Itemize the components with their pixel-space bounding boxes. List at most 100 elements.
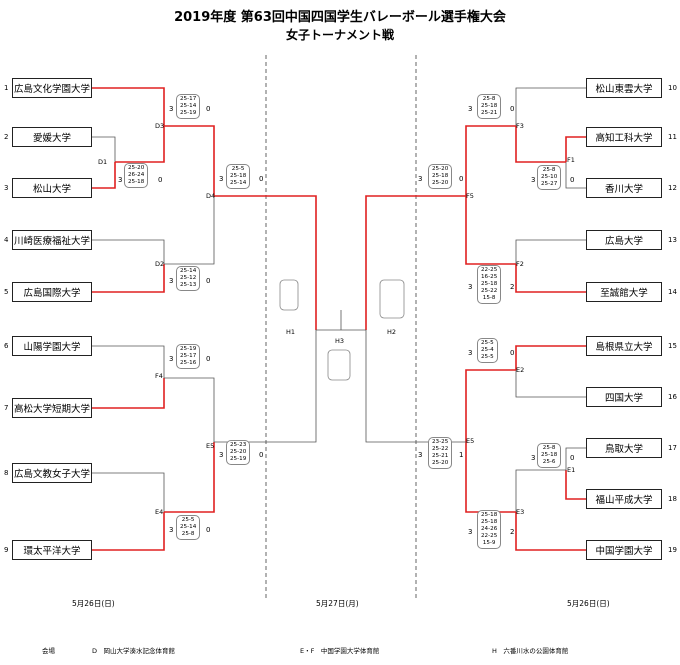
match-code: F4 [155,372,163,380]
set-scores: 25-19 25-17 25-16 [176,344,201,369]
team-box: 島根県立大学 [586,336,662,356]
set-scores: 23-25 25-22 25-21 25-20 [428,437,453,469]
set-scores: 25-20 26-24 25-18 [124,163,149,188]
bracket-line [515,370,586,398]
sets-won: 3 [169,105,174,113]
seed-number: 12 [668,184,677,192]
sets-won: 3 [118,176,123,184]
set-scores: 25-8 25-10 25-27 [537,165,562,190]
sets-won: 3 [219,175,224,183]
winner-line [164,125,215,196]
sets-won: 0 [206,105,211,113]
team-box: 広島文教女子大学 [12,463,92,483]
set-scores: 25-17 25-14 25-19 [176,94,201,119]
seed-number: 10 [668,84,677,92]
date-center: 5月27日(月) [316,599,359,608]
seed-number: 3 [4,184,9,192]
winner-line [92,87,165,126]
team-box: 山陽学園大学 [12,336,92,356]
match-code: F2 [516,260,524,268]
set-scores: 22-25 16-25 25-18 25-22 15-8 [477,265,502,304]
winner-line [92,512,165,551]
winner-line [465,369,516,442]
sets-won: 3 [219,451,224,459]
sets-won: 2 [510,528,515,536]
set-scores: 25-18 25-18 24-26 22-25 15-9 [477,510,502,549]
sets-won: 3 [468,105,473,113]
sets-won: 0 [510,105,515,113]
team-box: 高松大学短期大学 [12,398,92,418]
team-box: 広島大学 [586,230,662,250]
sets-won: 3 [169,355,174,363]
match-code: E5 [206,442,215,450]
bracket-line [515,87,586,126]
bracket-line [565,447,586,470]
match-code: D4 [206,192,216,200]
set-scores: 25-5 25-4 25-5 [477,338,498,363]
seed-number: 2 [4,133,9,141]
sets-won: 0 [206,526,211,534]
sets-won: 3 [418,451,423,459]
seed-number: 4 [4,236,9,244]
match-code: E5 [466,437,475,445]
venue-ef: E・F 中国学園大学体育館 [300,647,380,655]
sets-won: 3 [468,528,473,536]
winner-line [214,195,317,330]
winner-line [515,345,586,370]
bracket-line [92,136,116,162]
date-right: 5月26日(日) [567,599,610,608]
venue-label: 会場 [42,647,55,655]
bracket-line [92,472,165,512]
sets-won: 0 [259,451,264,459]
seed-number: 5 [4,288,9,296]
bracket-line [214,330,317,443]
team-box: 広島文化学園大学 [12,78,92,98]
match-code: H3 [335,337,345,345]
match-code: D3 [155,122,165,130]
seed-number: 13 [668,236,677,244]
seed-number: 9 [4,546,9,554]
team-box: 松山東雲大学 [586,78,662,98]
team-box: 高知工科大学 [586,127,662,147]
bracket-line [565,162,586,189]
winner-line [565,136,586,162]
sets-won: 0 [570,176,575,184]
match-code: F1 [567,156,575,164]
bracket-line [92,239,165,264]
team-box: 四国大学 [586,387,662,407]
sets-won: 0 [459,175,464,183]
match-code: D1 [98,158,108,166]
sets-won: 0 [158,176,163,184]
winner-line [92,378,165,409]
match-code: F5 [466,192,474,200]
seed-number: 6 [4,342,9,350]
seed-number: 18 [668,495,677,503]
sets-won: 3 [468,283,473,291]
seed-number: 16 [668,393,677,401]
bracket-line [515,239,586,264]
seed-number: 11 [668,133,677,141]
page-title: 2019年度 第63回中国四国学生バレーボール選手権大会 [174,10,506,25]
final-score-capsule [379,279,405,319]
match-code: E2 [516,366,525,374]
bracket-line [515,469,566,512]
winner-line [92,264,165,293]
team-box: 至誠館大学 [586,282,662,302]
sets-won: 3 [418,175,423,183]
winner-line [92,162,116,189]
seed-number: 14 [668,288,677,296]
match-code: E4 [155,508,164,516]
sets-won: 0 [570,454,575,462]
venue-d: D 岡山大学湊水記念体育館 [92,647,176,655]
seed-number: 15 [668,342,677,350]
sets-won: 0 [206,277,211,285]
sets-won: 0 [206,355,211,363]
match-code: E3 [516,508,525,516]
page-subtitle: 女子トーナメント戦 [285,28,394,42]
seed-number: 1 [4,84,9,92]
winner-line [465,196,516,265]
winner-line [465,442,516,513]
final-score-capsule [327,349,351,381]
team-box: 鳥取大学 [586,438,662,458]
